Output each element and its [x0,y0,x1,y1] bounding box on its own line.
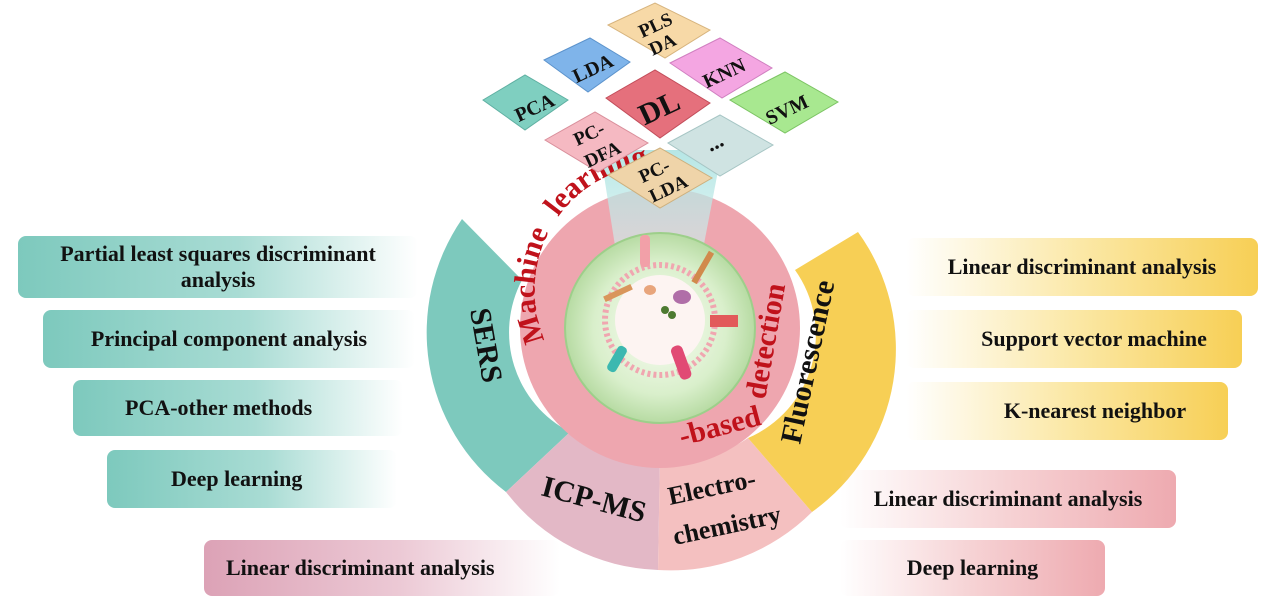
sers-method-pca: Principal component analysis [43,310,415,368]
icpms-method-label: Linear discriminant analysis [226,554,495,580]
tile-plsda: PLS DA [606,2,712,60]
tile-pcdfa: PC- DFA [544,111,649,173]
tile-dl: DL [605,69,711,139]
sers-method-label: Deep learning [171,465,303,491]
fluorescence-method-lda: Linear discriminant analysis [906,238,1258,296]
tile-dots: ... [667,114,775,177]
electrochemistry-method-lda: Linear discriminant analysis [840,470,1176,528]
fluorescence-segment [748,232,896,512]
icpms-segment [506,432,660,570]
tile-pca: PCA [482,74,569,131]
electrochemistry-method-label: Linear discriminant analysis [873,485,1143,511]
fluorescence-method-label: Linear discriminant analysis [947,253,1217,279]
sers-method-deep-learning: Deep learning [107,450,397,508]
fluorescence-method-label: Support vector machine [981,325,1207,351]
fluorescence-method-knn: K-nearest neighbor [906,382,1228,440]
tile-pclda: PC- LDA [606,147,714,209]
icpms-method-lda: Linear discriminant analysis [204,540,560,596]
sers-method-pls-da: Partial least squares discriminant analy… [18,236,418,298]
sers-method-label: Principal component analysis [90,325,368,351]
fluorescence-method-label: K-nearest neighbor [1003,397,1187,423]
electrochemistry-segment [658,438,812,571]
tile-knn: KNN [669,37,773,99]
sers-method-pca-other: PCA-other methods [73,380,403,436]
fluorescence-method-svm: Support vector machine [906,310,1242,368]
electrochemistry-method-label: Deep learning [906,554,1039,580]
sers-segment [426,219,570,492]
vesicle-illustration [602,235,738,380]
electrochemistry-method-deep-learning: Deep learning [840,540,1105,596]
tile-lda: LDA [543,37,631,93]
sers-method-label: Partial least squares discriminant analy… [60,240,376,292]
sers-method-label: PCA-other methods [125,394,313,420]
